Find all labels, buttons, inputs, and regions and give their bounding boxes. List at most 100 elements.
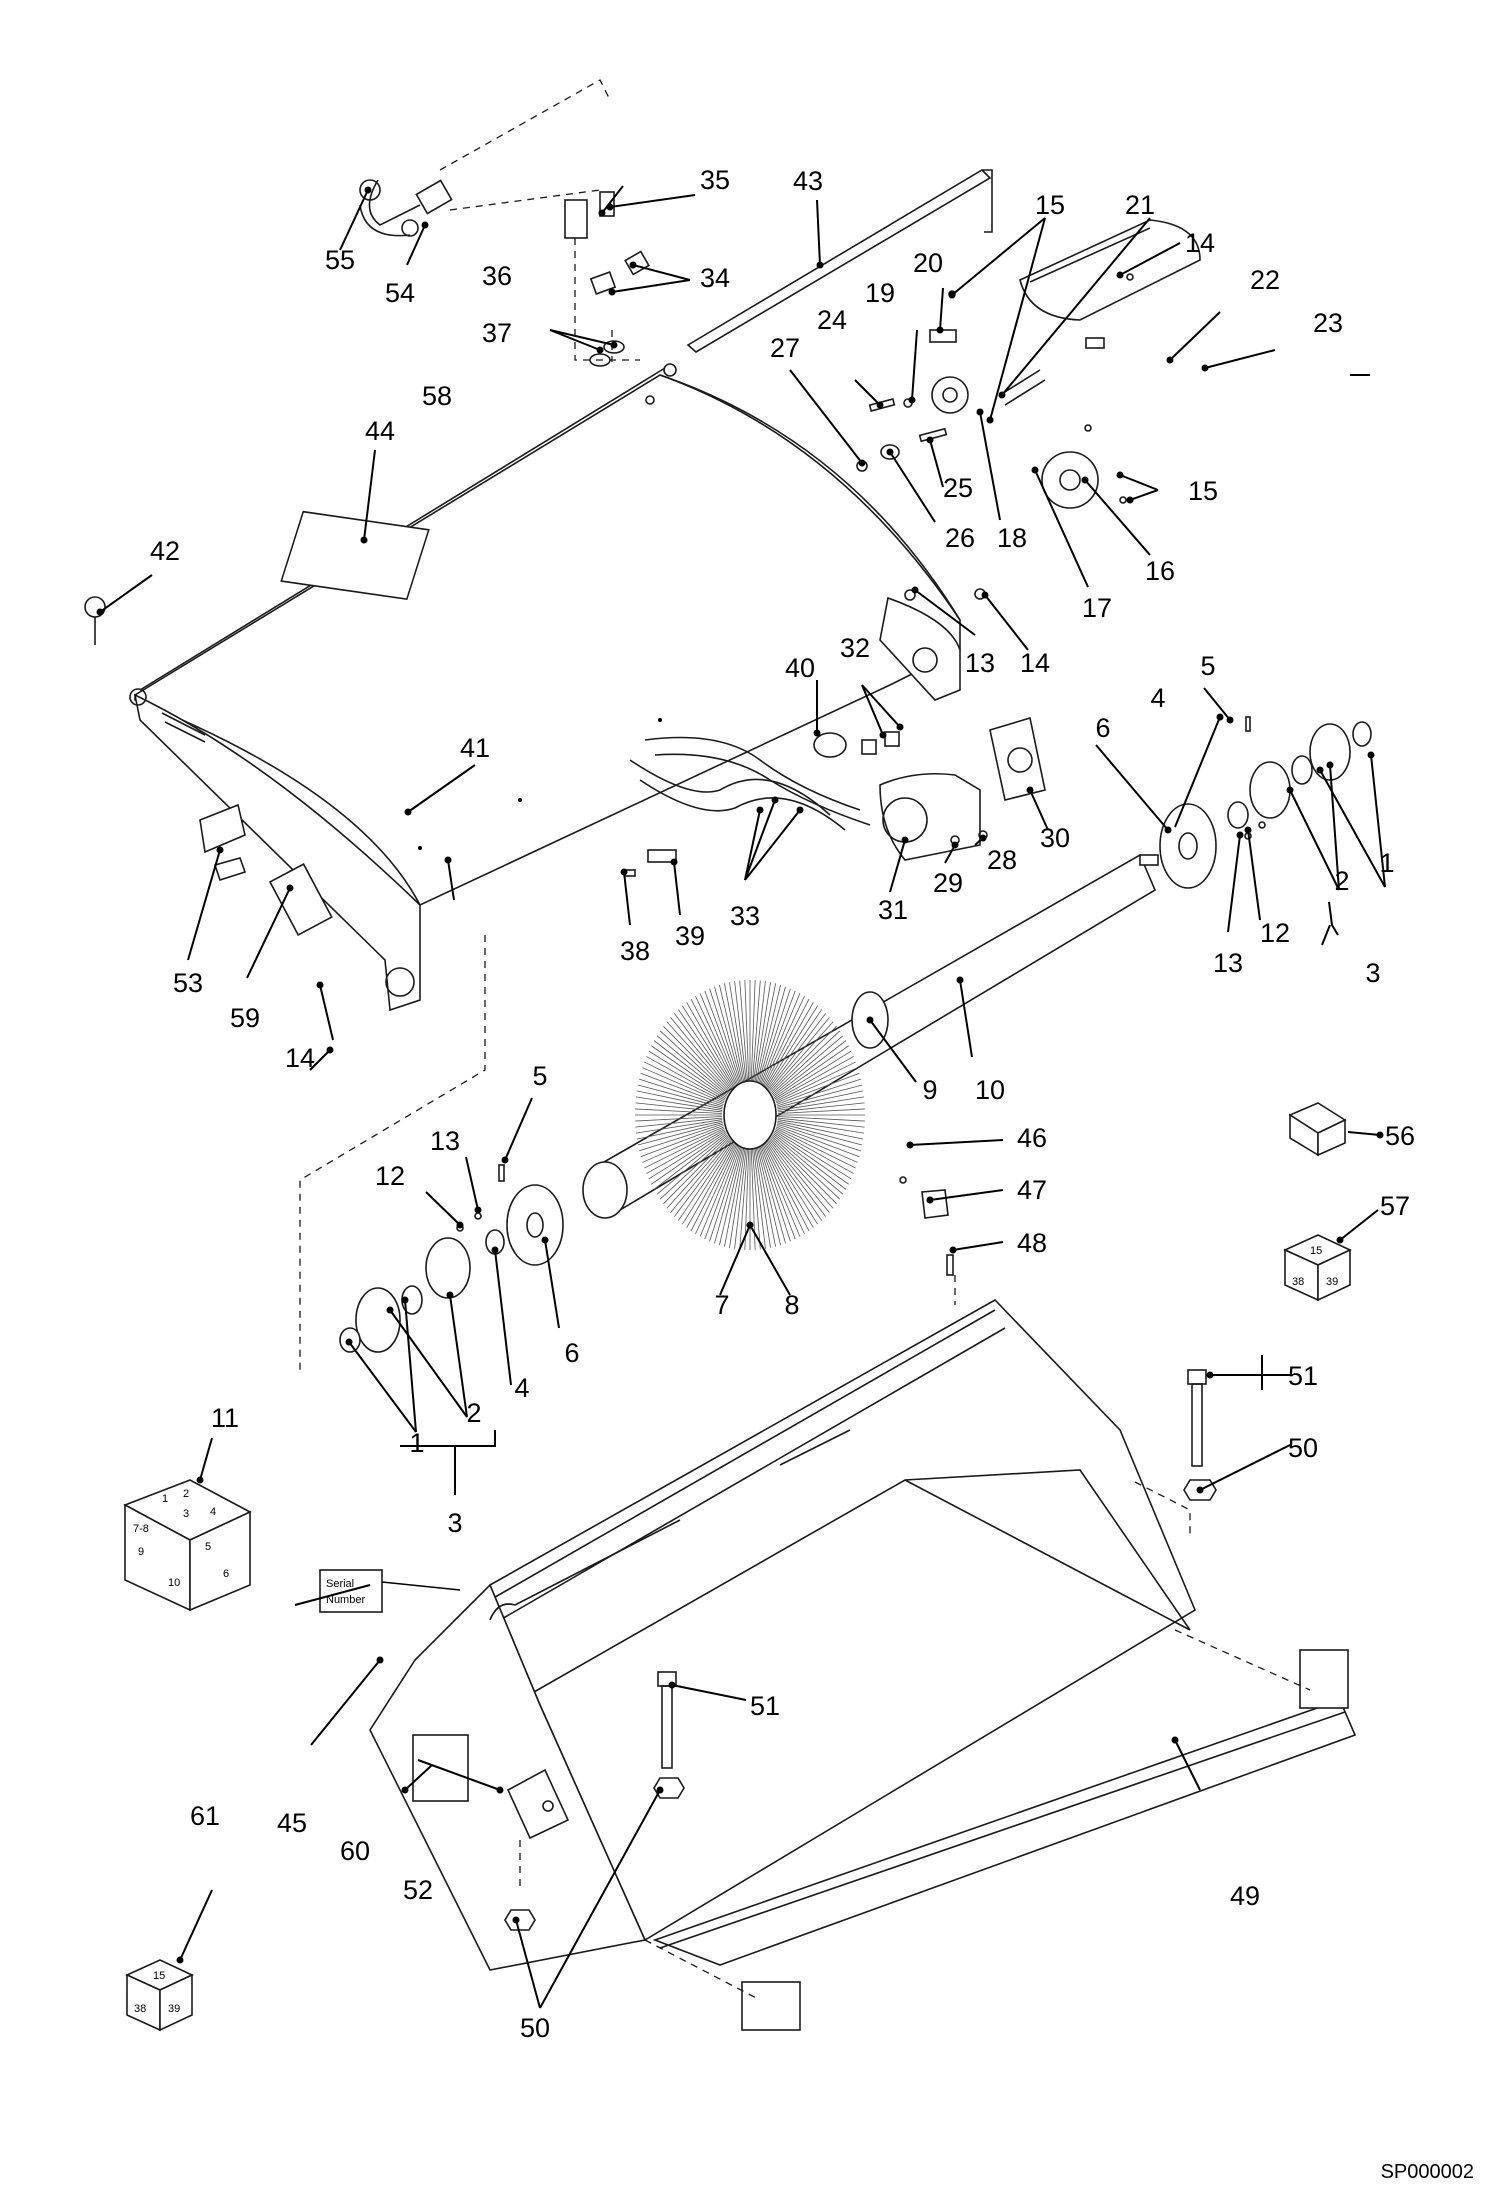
callout-58: 58: [422, 381, 452, 411]
callout-12: 12: [375, 1161, 405, 1191]
leader-dot: [496, 1786, 504, 1794]
callout-18: 18: [997, 523, 1027, 553]
leader-lines: [99, 185, 1386, 2009]
leader-dot: [316, 981, 324, 989]
leader-dot: [901, 836, 909, 844]
leader-dot: [906, 1141, 914, 1149]
leader-dot: [444, 856, 452, 864]
right-bearing-parts: [1159, 716, 1372, 889]
callout-5: 5: [532, 1061, 547, 1091]
leader-dot: [1026, 786, 1034, 794]
callout-3: 3: [1365, 958, 1380, 988]
callout-57: 57: [1380, 1191, 1410, 1221]
leader-dot: [629, 261, 637, 269]
callout-55: 55: [325, 245, 355, 275]
hydraulic-motor-assembly: [624, 716, 1046, 877]
support-bracket-53: [199, 803, 247, 882]
callout-11: 11: [211, 1403, 239, 1433]
leader-dot: [796, 806, 804, 814]
callout-23: 23: [1313, 308, 1343, 338]
callout-1: 1: [409, 1428, 424, 1458]
leader-dot: [1166, 356, 1174, 364]
bucket-end-plate-right: [1299, 1649, 1349, 1709]
callout-17: 17: [1082, 593, 1112, 623]
callout-3: 3: [447, 1508, 462, 1538]
callout-53: 53: [173, 968, 203, 998]
kit-box-61: 15 38 39: [125, 1959, 194, 2032]
leader-dot: [1236, 831, 1244, 839]
callout-49: 49: [1230, 1881, 1260, 1911]
bracket-parts-46-48: [899, 1176, 956, 1305]
svg-text:39: 39: [168, 2003, 180, 2015]
callout-41: 41: [460, 733, 490, 763]
brush-wafer: [635, 980, 865, 1250]
leader-dot: [756, 806, 764, 814]
leader-dot: [926, 436, 934, 444]
leader-dot: [1031, 466, 1039, 474]
hydraulic-fittings: [564, 191, 650, 367]
leader-dot: [876, 401, 884, 409]
svg-text:3: 3: [183, 1508, 189, 1520]
chain-guard: [1019, 219, 1201, 349]
leader-dot: [813, 729, 821, 737]
callout-16: 16: [1145, 556, 1175, 586]
callout-5: 5: [1200, 651, 1215, 681]
rod-43: [686, 168, 993, 353]
leader-dot: [474, 1206, 482, 1214]
callout-15: 15: [1188, 476, 1218, 506]
hose-couplers: [359, 79, 611, 237]
callout-48: 48: [1017, 1228, 1047, 1258]
callout-14: 14: [1020, 648, 1050, 678]
svg-text:2: 2: [183, 1488, 189, 1500]
callout-36: 36: [482, 261, 512, 291]
callout-1: 1: [1379, 848, 1394, 878]
left-bearing-parts: [299, 935, 564, 1375]
callout-21: 21: [1125, 190, 1155, 220]
leader-dot: [512, 1916, 520, 1924]
callout-51: 51: [1288, 1361, 1318, 1391]
brush-housing: [129, 363, 961, 1012]
leader-dot: [196, 1476, 204, 1484]
callout-61: 61: [190, 1801, 220, 1831]
leader-dot: [620, 868, 628, 876]
leader-dot: [956, 976, 964, 984]
svg-text:Number: Number: [326, 1594, 365, 1606]
leader-dot: [1286, 786, 1294, 794]
callout-31: 31: [878, 895, 908, 925]
callout-52: 52: [403, 1875, 433, 1905]
document-id: SP000002: [1380, 2161, 1474, 2183]
leader-dot: [948, 291, 956, 299]
leader-dot: [1201, 364, 1209, 372]
callout-6: 6: [1095, 713, 1110, 743]
leader-dot: [1376, 1131, 1384, 1139]
callout-45: 45: [277, 1808, 307, 1838]
leader-dot: [1116, 271, 1124, 279]
leader-dot: [376, 1656, 384, 1664]
svg-text:Serial: Serial: [326, 1578, 354, 1590]
callout-47: 47: [1017, 1175, 1047, 1205]
leader-dot: [670, 858, 678, 866]
svg-text:7-8: 7-8: [133, 1523, 149, 1535]
leader-dot: [606, 203, 614, 211]
leader-dot: [1367, 751, 1375, 759]
leader-dot: [345, 1338, 353, 1346]
leader-dot: [216, 846, 224, 854]
svg-text:15: 15: [153, 1970, 165, 1982]
leader-dot: [979, 834, 987, 842]
callout-43: 43: [793, 166, 823, 196]
callout-29: 29: [933, 868, 963, 898]
leader-dot: [176, 1956, 184, 1964]
callout-15: 15: [1035, 190, 1065, 220]
brush-core: [582, 853, 1159, 1219]
leader-dot: [610, 341, 618, 349]
leader-dot: [908, 396, 916, 404]
leader-dot: [596, 346, 604, 354]
callout-19: 19: [865, 278, 895, 308]
leader-dot: [1244, 826, 1252, 834]
leader-dot: [886, 448, 894, 456]
leader-dot: [401, 1296, 409, 1304]
callout-10: 10: [975, 1075, 1005, 1105]
leader-dots: [96, 186, 1384, 1964]
kit-box-56: [1288, 1102, 1347, 1157]
